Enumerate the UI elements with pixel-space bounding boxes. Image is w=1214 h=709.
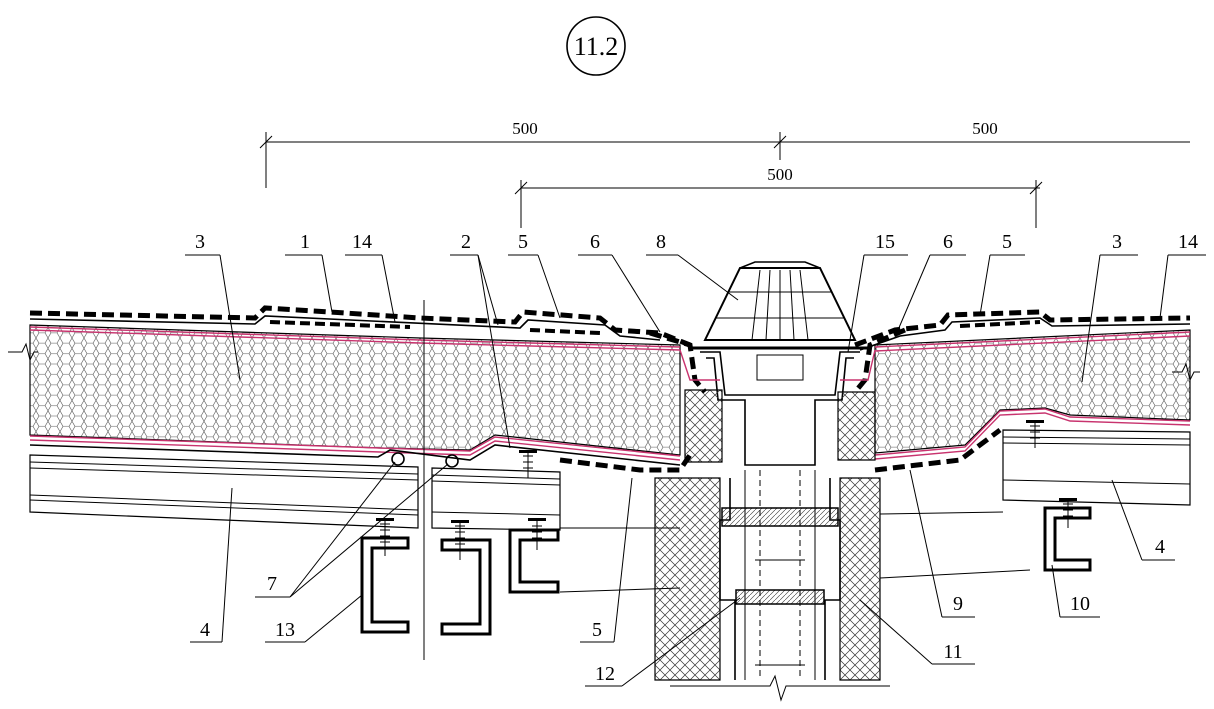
drain-pipe: [719, 470, 841, 680]
callouts-bottom: 4 7 13 5 12 11 9 10 4: [190, 461, 1175, 687]
callout-14-right: 14: [1178, 231, 1198, 253]
deck-sheet-right: [1002, 429, 1191, 506]
detail-number: 11.2: [574, 32, 619, 61]
extra-leaders: [559, 511, 1031, 593]
callout-4-left: 4: [200, 619, 210, 641]
drain-dome-grate: [703, 261, 857, 341]
purlin-left: [360, 536, 410, 634]
purlin-small: [508, 528, 560, 594]
callout-3-right: 3: [1112, 231, 1122, 253]
callout-14-left: 14: [352, 231, 372, 253]
drain-funnel: [690, 346, 870, 466]
callout-2: 2: [461, 231, 471, 253]
callout-5-top-right: 5: [1002, 231, 1012, 253]
callout-1: 1: [300, 231, 310, 253]
pipe-break-line: [670, 674, 890, 702]
roof-membrane-left: [29, 305, 691, 351]
drain-insulation-left: [684, 389, 723, 463]
vapor-barrier-left: [29, 435, 681, 466]
callouts-top: 3 1 14 2 5 6 8 15 6 5 3 14: [185, 231, 1206, 449]
insulation-right: [874, 329, 1191, 454]
deck-sheet-left: [29, 454, 419, 529]
callout-12: 12: [595, 663, 615, 685]
vapor-barrier-right: [874, 408, 1191, 460]
callout-8: 8: [656, 231, 666, 253]
dimension-top: 500 500: [259, 119, 1190, 188]
callout-9: 9: [953, 593, 963, 615]
dimension-label-top-right: 500: [972, 119, 998, 138]
callout-11: 11: [943, 641, 962, 663]
callout-3-left: 3: [195, 231, 205, 253]
callout-4-right: 4: [1155, 536, 1165, 558]
dimension-label-inner: 500: [767, 165, 793, 184]
callout-7: 7: [267, 573, 277, 595]
dimension-label-top-left: 500: [512, 119, 538, 138]
drain-insulation-right: [837, 391, 876, 461]
screws: [376, 420, 1077, 560]
callout-5-top-left: 5: [518, 231, 528, 253]
detail-marker: 11.2: [566, 16, 626, 76]
callout-6-right: 6: [943, 231, 953, 253]
callout-13: 13: [275, 619, 295, 641]
purlin-middle: [440, 538, 492, 636]
drain-membrane-folds: [559, 327, 1002, 473]
pipe-insulation-sleeve: [654, 477, 881, 681]
deck-sheet-middle: [431, 467, 561, 531]
rivets: [391, 452, 459, 468]
dimension-inner: 500: [514, 165, 1043, 228]
break-line-left: [8, 342, 38, 362]
callout-5-bottom: 5: [592, 619, 602, 641]
callout-15: 15: [875, 231, 895, 253]
break-line-right: [1172, 362, 1200, 382]
purlin-right: [1043, 506, 1092, 572]
callout-6-left: 6: [590, 231, 600, 253]
callout-10: 10: [1070, 593, 1090, 615]
roof-membrane-right: [854, 309, 1191, 352]
